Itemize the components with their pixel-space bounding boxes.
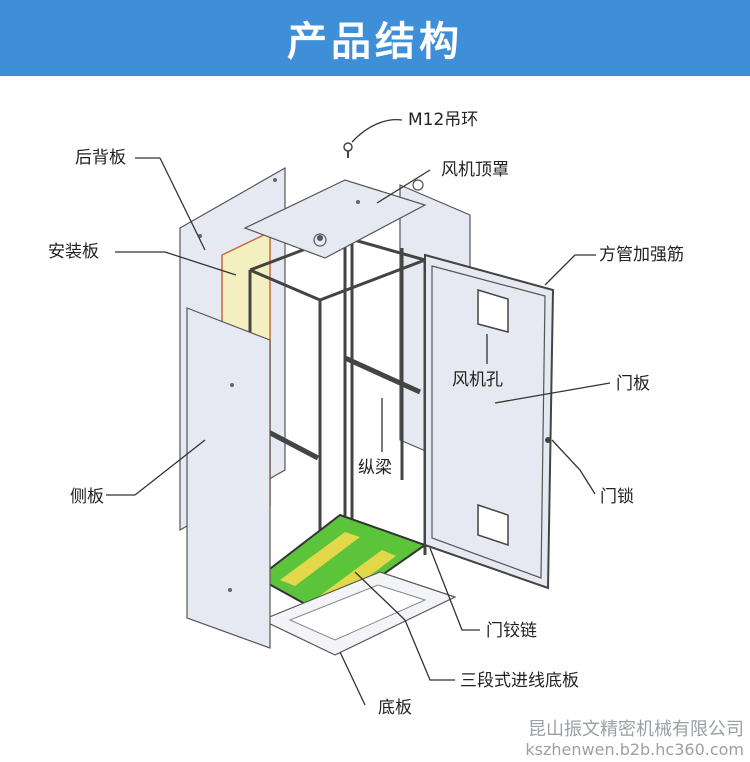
label-lifting-ring: M12吊环	[408, 110, 479, 130]
label-fan-top-cover: 风机顶罩	[441, 160, 509, 180]
cable-entry-plate-stripe-1	[280, 532, 360, 586]
label-door-lock: 门锁	[600, 487, 634, 507]
label-door-panel: 门板	[616, 374, 650, 394]
door-panel	[424, 253, 555, 590]
fan-hole-bottom	[477, 503, 509, 547]
longitudinal-beam	[343, 355, 422, 395]
header-banner: 产品结构	[0, 0, 750, 76]
lifting-ring	[343, 142, 353, 152]
page-title: 产品结构	[287, 19, 463, 65]
side-panel	[186, 307, 271, 649]
label-three-section-cable-entry-bottom-plate: 三段式进线底板	[460, 671, 579, 691]
watermark-url: kszhenwen.b2b.hc360.com	[525, 740, 744, 759]
label-rear-panel: 后背板	[75, 148, 126, 168]
label-fan-hole: 风机孔	[452, 370, 503, 390]
fan-hole-top	[477, 288, 509, 333]
label-longitudinal-beam: 纵梁	[358, 458, 392, 478]
door-lock-dot	[545, 437, 551, 443]
label-bottom-plate: 底板	[378, 698, 412, 718]
label-square-tube-reinforcement: 方管加强筋	[599, 245, 684, 265]
label-mounting-plate: 安装板	[48, 242, 99, 262]
label-door-hinge: 门铰链	[486, 621, 537, 641]
fan-top-cover	[243, 179, 427, 259]
label-side-panel: 侧板	[70, 487, 104, 507]
watermark-company: 昆山振文精密机械有限公司	[528, 719, 744, 740]
